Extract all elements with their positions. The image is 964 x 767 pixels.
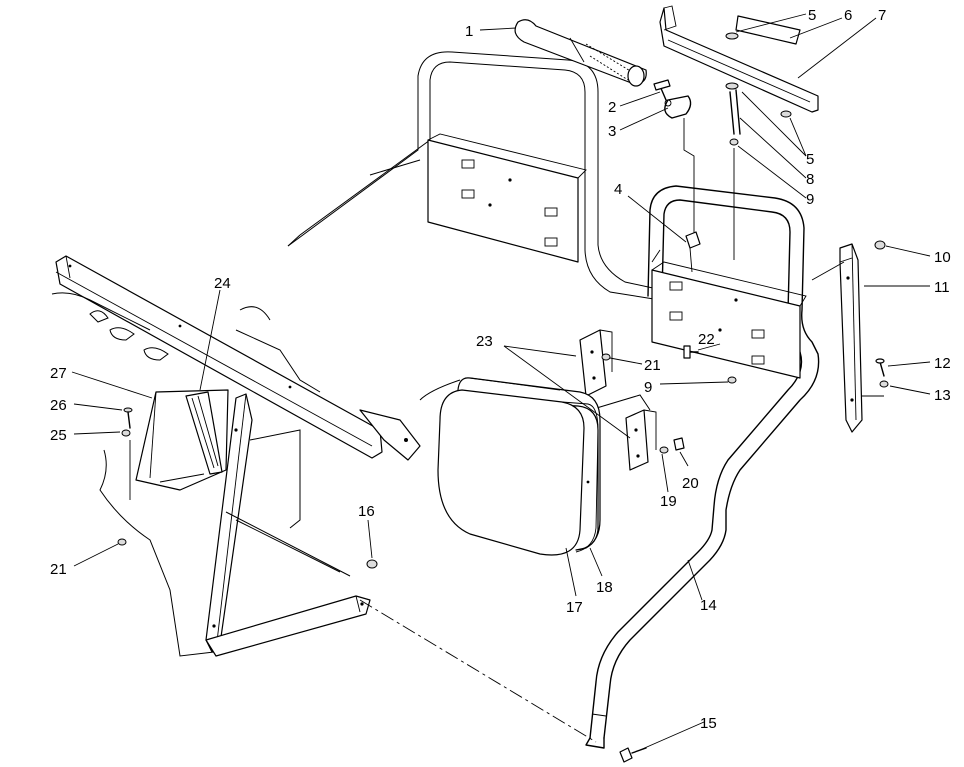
callout-8: 8 <box>806 171 814 188</box>
callout-10: 10 <box>934 249 951 266</box>
vertical-channel-bracket <box>811 240 889 433</box>
callout-2: 2 <box>608 99 616 116</box>
roll-bar-tube <box>585 185 820 749</box>
callout-17: 17 <box>566 599 583 616</box>
seat-cushion <box>437 377 601 556</box>
callout-22: 22 <box>698 331 715 348</box>
top-bracket-assembly <box>651 5 819 263</box>
callout-19: 19 <box>660 493 677 510</box>
leader-lines <box>71 13 931 751</box>
callout-12: 12 <box>934 355 951 372</box>
callout-21-right: 21 <box>644 357 661 374</box>
callout-24: 24 <box>214 275 231 292</box>
callout-9-top: 9 <box>806 191 814 208</box>
clamp-with-screw <box>653 79 695 240</box>
callout-25: 25 <box>50 427 67 444</box>
callout-18: 18 <box>596 579 613 596</box>
callout-3: 3 <box>608 123 616 140</box>
callout-26: 26 <box>50 397 67 414</box>
bolt-15 <box>619 747 647 763</box>
callout-27: 27 <box>50 365 67 382</box>
rear-roll-bar-outline <box>287 51 663 411</box>
side-frame-rail <box>51 255 421 461</box>
callout-7: 7 <box>878 7 886 24</box>
callout-14: 14 <box>700 597 717 614</box>
callout-21-left: 21 <box>50 561 67 578</box>
callout-5-lower: 5 <box>806 151 814 168</box>
deflector-shroud <box>117 389 378 569</box>
callout-13: 13 <box>934 387 951 404</box>
callout-20: 20 <box>682 475 699 492</box>
callout-9-lower: 9 <box>644 379 652 396</box>
callout-1: 1 <box>465 23 473 40</box>
callout-4: 4 <box>614 181 622 198</box>
callout-15: 15 <box>700 715 717 732</box>
callout-16: 16 <box>358 503 375 520</box>
callout-23: 23 <box>476 333 493 350</box>
hand-grip-tube <box>514 19 647 87</box>
callout-11: 11 <box>934 279 950 296</box>
callout-6: 6 <box>844 7 852 24</box>
seat-support-frame <box>99 393 371 657</box>
roll-bar-mount-bracket <box>651 261 807 379</box>
callout-numbers: 1 2 3 4 5 6 7 5 8 9 10 11 12 13 22 21 9 … <box>50 7 951 732</box>
clip-4 <box>685 231 701 273</box>
alignment-centerline <box>359 599 597 743</box>
seat-brackets <box>579 329 737 471</box>
callout-5-top: 5 <box>808 7 816 24</box>
